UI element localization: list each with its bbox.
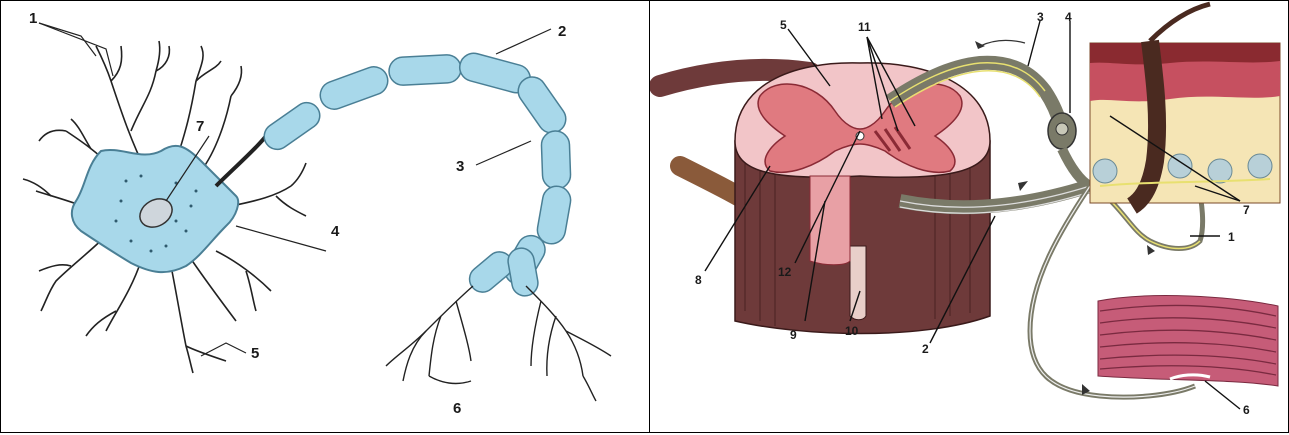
label-7: 7 [196, 118, 204, 135]
ganglion-cell [1056, 123, 1068, 135]
label-r11: 11 [858, 20, 871, 34]
dendrites-upper [39, 41, 242, 171]
label-1: 1 [29, 10, 37, 27]
label-3: 3 [456, 158, 464, 175]
label-r6: 6 [1243, 403, 1250, 417]
myelin-sheath [259, 50, 573, 298]
axon-terminals [386, 286, 611, 401]
neuron-panel: 1 2 3 4 5 6 7 [0, 0, 650, 433]
skin-surface [1090, 43, 1280, 64]
label-r9: 9 [790, 328, 797, 342]
label-r12: 12 [778, 265, 792, 279]
label-6: 6 [453, 400, 461, 417]
label-5: 5 [251, 345, 259, 362]
reflex-arc-diagram: 1 2 3 4 5 6 7 8 9 10 11 12 [650, 1, 1288, 432]
label-r10: 10 [845, 324, 859, 338]
label-r2: 2 [922, 342, 929, 356]
axon-hillock [216, 136, 266, 186]
label-r1: 1 [1228, 230, 1235, 244]
ventral-fissure [850, 246, 866, 320]
label-r5: 5 [780, 18, 787, 32]
muscle [1098, 296, 1278, 386]
label-r3: 3 [1037, 10, 1044, 24]
neuron-diagram: 1 2 3 4 5 6 7 [1, 1, 649, 432]
label-4: 4 [331, 223, 340, 240]
label-r4: 4 [1065, 10, 1072, 24]
arrow-line-top [980, 40, 1025, 46]
label-r8: 8 [695, 273, 702, 287]
reflex-arc-panel: 1 2 3 4 5 6 7 8 9 10 11 12 [649, 0, 1289, 433]
label-2: 2 [558, 23, 566, 40]
hair-shaft [1150, 4, 1210, 41]
label-r7: 7 [1243, 203, 1250, 217]
